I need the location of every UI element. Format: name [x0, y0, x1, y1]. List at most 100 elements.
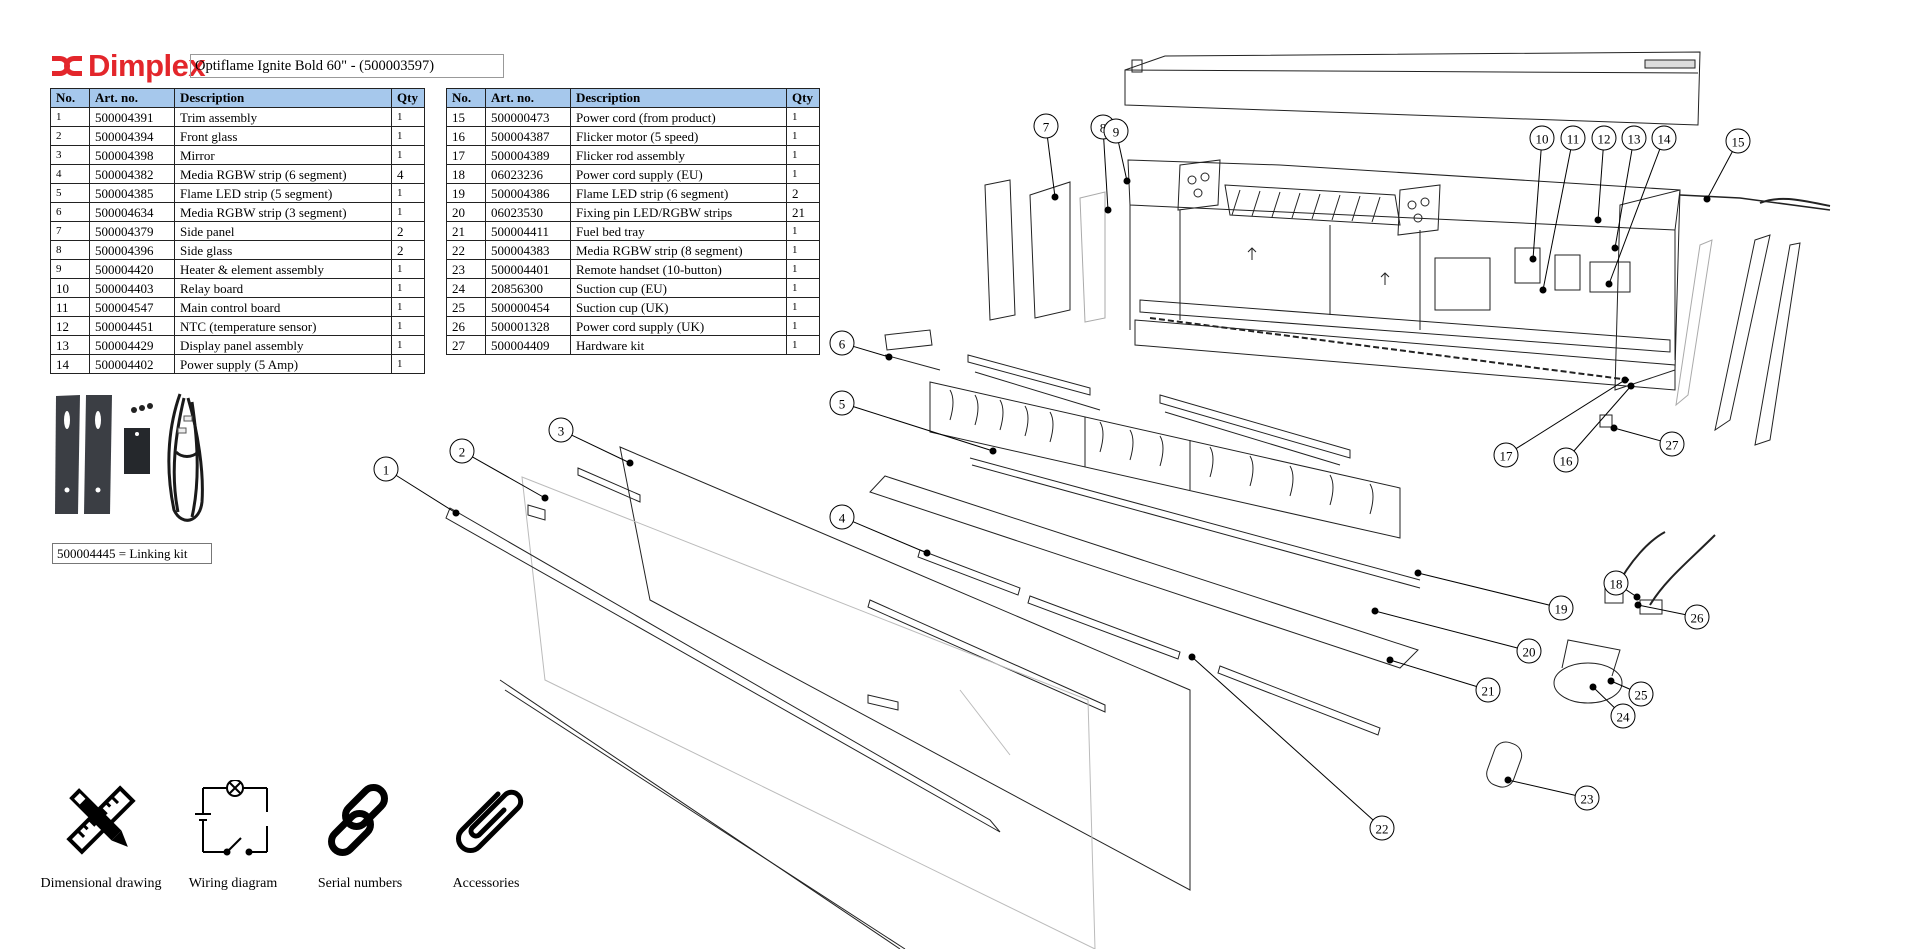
cell-description: Fuel bed tray [570, 221, 787, 241]
cell-description: Heater & element assembly [174, 259, 392, 279]
callout-circle [1603, 570, 1629, 596]
callout-14[interactable]: 14 [1605, 125, 1677, 288]
cell-description: Power supply (5 Amp) [174, 354, 392, 374]
callout-12[interactable]: 12 [1591, 125, 1617, 224]
fuel-bed-tray [869, 475, 1419, 669]
callout-3[interactable]: 3 [548, 417, 634, 467]
callout-circle [1516, 638, 1542, 664]
cell-qty: 1 [391, 354, 425, 374]
callout-2[interactable]: 2 [449, 438, 549, 502]
cell-no: 2 [50, 126, 90, 146]
callout-25[interactable]: 25 [1607, 677, 1654, 707]
cell-no: 8 [50, 240, 90, 260]
callout-number: 2 [459, 445, 466, 460]
callout-leader-line [1637, 604, 1686, 616]
callout-1[interactable]: 1 [373, 456, 460, 517]
callout-10[interactable]: 10 [1529, 125, 1555, 263]
cell-qty: 1 [786, 126, 820, 146]
callout-target-dot [1605, 280, 1613, 288]
chain-link-icon [328, 784, 388, 856]
cell-qty: 1 [786, 164, 820, 184]
cell-qty: 2 [391, 240, 425, 260]
cell-no: 7 [50, 221, 90, 241]
cell-art-no: 06023236 [485, 164, 571, 184]
cell-qty: 1 [391, 126, 425, 146]
callout-23[interactable]: 23 [1504, 776, 1600, 811]
callout-number: 27 [1666, 438, 1680, 453]
callout-target-dot [1539, 286, 1547, 294]
callout-27[interactable]: 27 [1610, 424, 1685, 457]
cell-description: Power cord supply (UK) [570, 316, 787, 336]
link-dimensional-drawing[interactable]: Dimensional drawing [30, 780, 172, 892]
cell-art-no: 20856300 [485, 278, 571, 298]
cell-qty: 1 [786, 278, 820, 298]
cell-art-no: 500004391 [89, 107, 175, 127]
product-title: Optiflame Ignite Bold 60" - (500003597) [190, 54, 504, 78]
callout-18[interactable]: 18 [1603, 570, 1641, 601]
callout-target-dot [1703, 195, 1711, 203]
link-label: Serial numbers [317, 876, 403, 891]
cell-qty: 1 [786, 335, 820, 355]
header-no: No. [50, 88, 90, 108]
callout-number: 22 [1376, 822, 1389, 837]
callout-number: 1 [383, 463, 390, 478]
callout-circle [1574, 785, 1600, 811]
callout-16[interactable]: 16 [1553, 382, 1635, 473]
callout-4[interactable]: 4 [829, 504, 931, 557]
callout-13[interactable]: 13 [1611, 125, 1647, 252]
callout-20[interactable]: 20 [1371, 607, 1542, 664]
callout-target-dot [1371, 607, 1379, 615]
callout-9[interactable]: 9 [1103, 118, 1131, 185]
callout-24[interactable]: 24 [1589, 683, 1636, 729]
callout-number: 25 [1635, 688, 1648, 703]
callout-leader-line [1532, 149, 1542, 260]
callout-7[interactable]: 7 [1033, 113, 1059, 201]
side-trim-right [1754, 242, 1801, 446]
callout-19[interactable]: 19 [1414, 569, 1574, 621]
callout-6[interactable]: 6 [829, 330, 893, 361]
link-serial-numbers[interactable]: Serial numbers [294, 780, 426, 892]
callout-17[interactable]: 17 [1493, 376, 1629, 468]
callout-circle [1548, 595, 1574, 621]
cell-description: Relay board [174, 278, 392, 298]
link-label: Dimensional drawing [40, 876, 162, 891]
callout-15[interactable]: 15 [1703, 128, 1751, 203]
callout-circle [1725, 128, 1751, 154]
header-qty: Qty [786, 88, 820, 108]
callout-target-dot [885, 353, 893, 361]
callout-22[interactable]: 22 [1188, 653, 1395, 841]
cell-qty: 1 [391, 278, 425, 298]
callout-circle [1684, 604, 1710, 630]
callout-11[interactable]: 11 [1539, 125, 1586, 294]
cell-no: 5 [50, 183, 90, 203]
cell-qty: 1 [786, 259, 820, 279]
callout-26[interactable]: 26 [1634, 601, 1710, 630]
cell-description: Flame LED strip (6 segment) [570, 183, 787, 203]
link-accessories[interactable]: Accessories [426, 780, 546, 892]
cell-qty: 2 [391, 221, 425, 241]
callout-number: 5 [839, 397, 846, 412]
callout-21[interactable]: 21 [1386, 656, 1501, 703]
callout-5[interactable]: 5 [829, 390, 997, 455]
cell-description: Main control board [174, 297, 392, 317]
cell-description: Media RGBW strip (8 segment) [570, 240, 787, 260]
callout-leader-line [1542, 149, 1572, 291]
cell-no: 23 [446, 259, 486, 279]
link-wiring-diagram[interactable]: Wiring diagram [172, 780, 294, 892]
callout-number: 10 [1536, 132, 1549, 147]
flame-panel [929, 381, 1401, 539]
callout-leader-line [472, 456, 546, 499]
side-panel-right [1714, 234, 1771, 432]
